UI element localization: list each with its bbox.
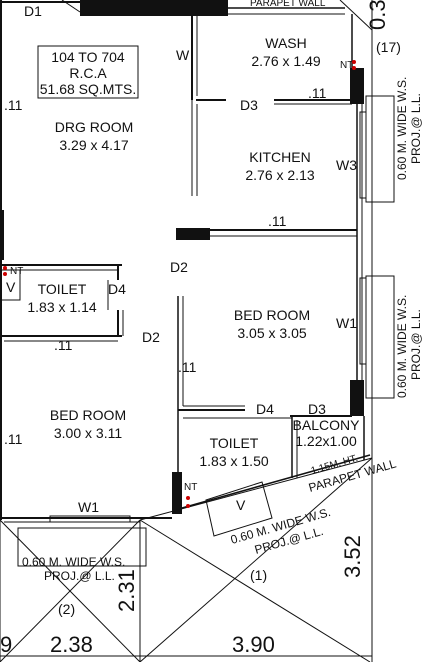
area-line3: 51.68 SQ.MTS. xyxy=(40,81,136,97)
left-wall-thick xyxy=(0,210,4,260)
v-left: V xyxy=(6,279,16,295)
num11-c: .11 xyxy=(268,213,287,229)
nt-bottom-dot xyxy=(186,496,190,500)
drg-name: DRG ROOM xyxy=(55,119,134,135)
right-column-2 xyxy=(350,380,364,416)
num11-e: .11 xyxy=(178,359,197,375)
bed2-size: 3.00 x 3.11 xyxy=(54,425,122,441)
toilet2-col xyxy=(172,472,182,514)
projection-lines xyxy=(0,0,373,662)
note-2: (2) xyxy=(58,601,75,617)
ws-right-bot-2: PROJ.@ L.L. xyxy=(409,309,423,380)
w1-bottom: W1 xyxy=(78,499,99,515)
window-w1-right xyxy=(359,277,367,365)
nt-bottom-dot2 xyxy=(186,504,190,508)
ws-left-1: 0.60 M. WIDE W.S. xyxy=(22,555,125,569)
nt-left: NT xyxy=(10,266,23,277)
nt-wash-dot2 xyxy=(352,66,356,70)
dim-390: 3.90 xyxy=(232,632,275,657)
parapet-angle-1 xyxy=(181,454,371,509)
num11-f: .11 xyxy=(4,431,23,447)
ws-right-top-1: 0.60 M. WIDE W.S. xyxy=(395,77,409,180)
kitchen-size: 2.76 x 2.13 xyxy=(245,167,314,183)
wash-size: 2.76 x 1.49 xyxy=(251,53,320,69)
ws-right-bot-1: 0.60 M. WIDE W.S. xyxy=(395,295,409,398)
bed1-name: BED ROOM xyxy=(234,307,310,323)
top-wall-thick xyxy=(80,0,228,16)
ws-right-top xyxy=(365,95,395,203)
balcony-name: BALCONY xyxy=(293,417,361,433)
wash-w-label: W xyxy=(176,47,190,63)
kitchen-name: KITCHEN xyxy=(249,149,310,165)
ws-right-bot xyxy=(365,275,395,399)
drg-size: 3.29 x 4.17 xyxy=(59,137,128,153)
parapet-angle-2 xyxy=(139,457,373,521)
parapet-top-label: PARAPET WALL xyxy=(250,0,326,9)
walls xyxy=(0,0,373,523)
d2-a: D2 xyxy=(170,259,188,275)
w3-label: W3 xyxy=(336,157,357,173)
dim-9: 9 xyxy=(0,632,12,657)
v-left-box xyxy=(0,269,21,301)
toilet1-size: 1.83 x 1.14 xyxy=(27,299,96,315)
ws-left-bottom xyxy=(17,527,147,567)
area-line1: 104 TO 704 xyxy=(51,49,125,65)
d2-b: D2 xyxy=(142,329,160,345)
kitchen-col xyxy=(176,228,210,240)
dim-036: 0.36 xyxy=(365,0,390,30)
balcony-size: 1.22x1.00 xyxy=(295,433,357,449)
v-bottom: V xyxy=(236,497,246,513)
toilet2-name: TOILET xyxy=(210,435,259,451)
toilet2-size: 1.83 x 1.50 xyxy=(199,453,268,469)
right-column-1 xyxy=(350,68,364,104)
toilet1-name: TOILET xyxy=(38,281,87,297)
window-w3 xyxy=(359,111,367,199)
dim-238: 2.38 xyxy=(50,632,93,657)
d1-label: D1 xyxy=(24,3,42,19)
w1-right: W1 xyxy=(336,315,357,331)
nt-wash: NT xyxy=(340,60,353,71)
num11-b: .11 xyxy=(308,85,327,101)
area-box xyxy=(37,45,139,99)
num11-a: .11 xyxy=(4,97,23,113)
bed1-size: 3.05 x 3.05 xyxy=(237,325,306,341)
nt-bottom: NT xyxy=(184,482,197,493)
ws-left-2: PROJ.@ L.L. xyxy=(44,569,115,583)
bed2-name: BED ROOM xyxy=(50,407,126,423)
d4-a: D4 xyxy=(108,281,126,297)
nt-left-dot2 xyxy=(3,272,7,276)
wash-name: WASH xyxy=(265,35,306,51)
windows xyxy=(0,95,395,567)
num11-d: .11 xyxy=(54,337,73,353)
nt-left-dot xyxy=(3,266,7,270)
d3-b: D3 xyxy=(308,401,326,417)
note-17: (17) xyxy=(376,39,401,55)
dim-352: 3.52 xyxy=(340,535,365,578)
nt-wash-dot xyxy=(352,60,356,64)
dim-231: 2.31 xyxy=(114,569,139,612)
window-w1-bottom xyxy=(49,515,131,523)
ws-mid-box xyxy=(205,481,273,537)
area-line2: R.C.A xyxy=(69,65,107,81)
d4-b: D4 xyxy=(256,401,274,417)
d3-kitchen: D3 xyxy=(240,97,258,113)
note-1: (1) xyxy=(250,567,267,583)
ws-right-top-2: PROJ.@ L.L. xyxy=(409,93,423,164)
